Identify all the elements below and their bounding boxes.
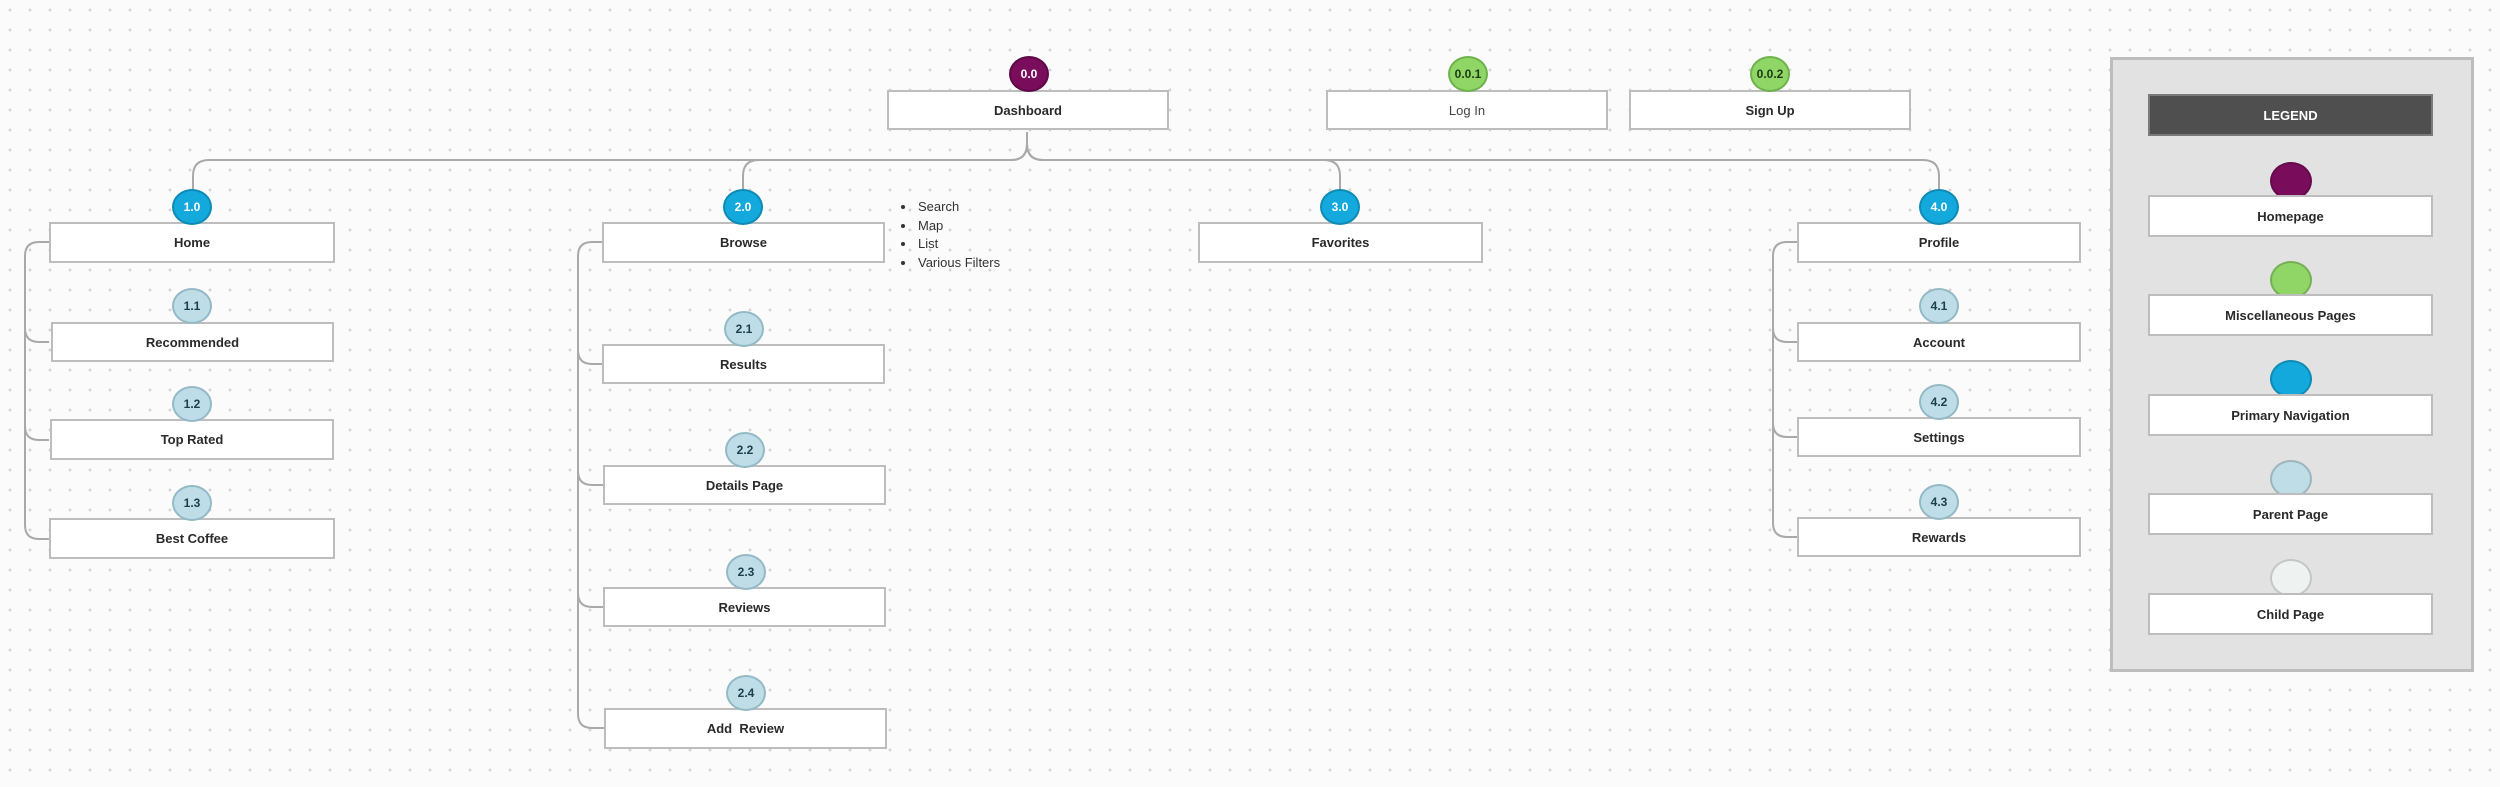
favorites-number-badge: 3.0: [1320, 189, 1360, 225]
rewards-number-badge: 4.3: [1919, 484, 1959, 520]
connector-home-children: [24, 241, 49, 540]
recommended-node[interactable]: Recommended: [51, 322, 334, 362]
details-page-node[interactable]: Details Page: [603, 465, 886, 505]
profile-number-badge: 4.0: [1919, 189, 1959, 225]
details-page-number-badge: 2.2: [725, 432, 765, 468]
home-number-badge: 1.0: [172, 189, 212, 225]
legend-title: LEGEND: [2148, 94, 2433, 136]
legend-homepage-label: Homepage: [2148, 195, 2433, 237]
connector-dashboard-profile: [1026, 132, 1940, 190]
best-coffee-number-badge: 1.3: [172, 485, 212, 521]
settings-node[interactable]: Settings: [1797, 417, 2081, 457]
browse-feature-item: List: [916, 235, 1000, 254]
top-rated-number-badge: 1.2: [172, 386, 212, 422]
results-node[interactable]: Results: [602, 344, 885, 384]
browse-node[interactable]: Browse: [602, 222, 885, 263]
home-node[interactable]: Home: [49, 222, 335, 263]
add-review-number-badge: 2.4: [726, 675, 766, 711]
login-number-badge: 0.0.1: [1448, 56, 1488, 92]
browse-features-list: Search Map List Various Filters: [896, 198, 1000, 272]
account-node[interactable]: Account: [1797, 322, 2081, 362]
results-number-badge: 2.1: [724, 311, 764, 347]
legend-parent-swatch: [2270, 460, 2312, 498]
legend-homepage-swatch: [2270, 162, 2312, 200]
top-rated-node[interactable]: Top Rated: [50, 419, 334, 460]
account-number-badge: 4.1: [1919, 288, 1959, 324]
add-review-node[interactable]: Add Review: [604, 708, 887, 749]
dashboard-node[interactable]: Dashboard: [887, 90, 1169, 130]
browse-feature-item: Search: [916, 198, 1000, 217]
connector-dashboard-browse: [742, 132, 1028, 190]
reviews-number-badge: 2.3: [726, 554, 766, 590]
legend-primary-swatch: [2270, 360, 2312, 398]
signup-node[interactable]: Sign Up: [1629, 90, 1911, 130]
browse-feature-item: Various Filters: [916, 254, 1000, 273]
recommended-number-badge: 1.1: [172, 288, 212, 324]
favorites-node[interactable]: Favorites: [1198, 222, 1483, 263]
best-coffee-node[interactable]: Best Coffee: [49, 518, 335, 559]
legend-parent-label: Parent Page: [2148, 493, 2433, 535]
settings-number-badge: 4.2: [1919, 384, 1959, 420]
legend-primary-label: Primary Navigation: [2148, 394, 2433, 436]
connector-browse-children: [577, 241, 604, 729]
rewards-node[interactable]: Rewards: [1797, 517, 2081, 557]
legend-misc-label: Miscellaneous Pages: [2148, 294, 2433, 336]
profile-node[interactable]: Profile: [1797, 222, 2081, 263]
login-node[interactable]: Log In: [1326, 90, 1608, 130]
legend-child-swatch: [2270, 559, 2312, 597]
legend-child-label: Child Page: [2148, 593, 2433, 635]
browse-feature-item: Map: [916, 217, 1000, 236]
dashboard-number-badge: 0.0: [1009, 56, 1049, 92]
signup-number-badge: 0.0.2: [1750, 56, 1790, 92]
browse-number-badge: 2.0: [723, 189, 763, 225]
connector-profile-children: [1772, 241, 1797, 538]
reviews-node[interactable]: Reviews: [603, 587, 886, 627]
